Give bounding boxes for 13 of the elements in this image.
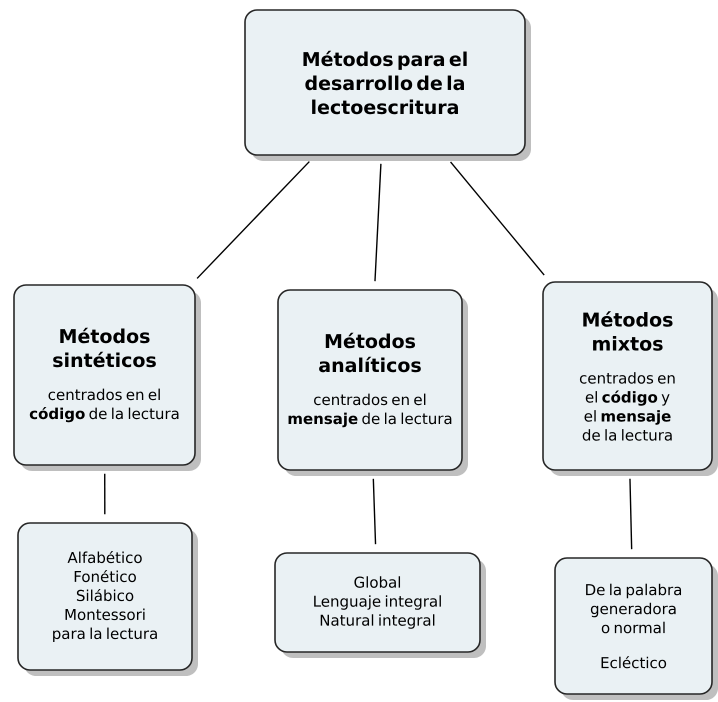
method-box: Métodos analíticos centrados en el mensaje de la lectura <box>277 289 468 476</box>
connector-line <box>372 478 376 544</box>
connector-line <box>629 478 632 550</box>
list-box: Alfabético Fonético Silábico Montessori para la lectura <box>17 522 198 676</box>
title-box: Métodos para el desarrollo de la lectoescritura <box>244 9 531 161</box>
connector-line <box>374 164 382 282</box>
connector-line <box>196 161 310 279</box>
method-box: Métodos sintéticos centrados en el código de la lectura <box>13 284 201 471</box>
list-box: Global Lenguaje integral Natural integral <box>274 552 486 658</box>
list-box: De la palabra generadora o normal Ecléctico <box>554 557 718 700</box>
connector-line <box>104 474 106 514</box>
connector-line <box>450 162 545 276</box>
method-box: Métodos mixtos centrados en el código y el mensaje de la lectura <box>542 281 718 476</box>
